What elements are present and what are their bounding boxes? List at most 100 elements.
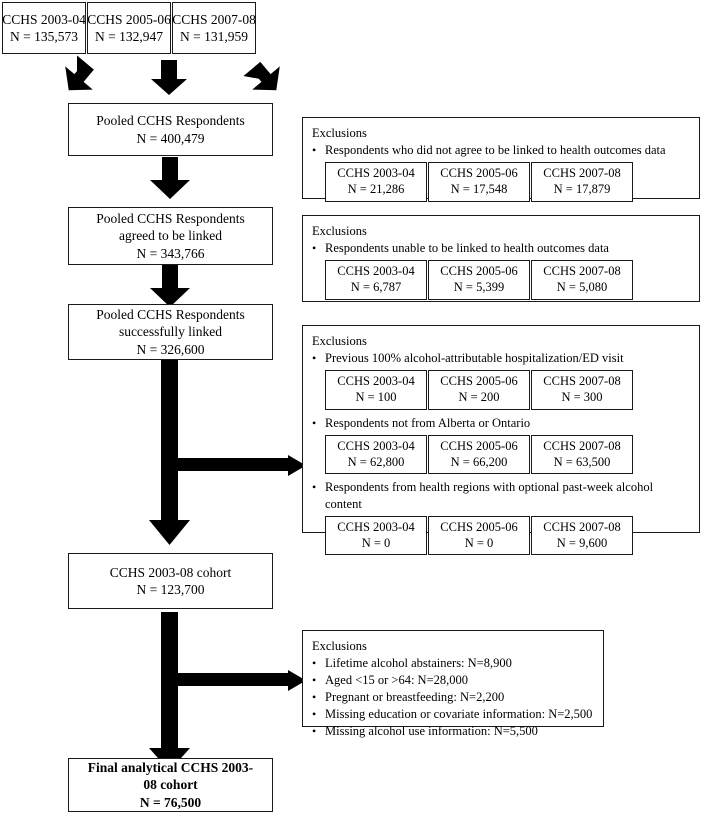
subbox-name: CCHS 2005-06 bbox=[440, 519, 518, 534]
top-box-n: N = 135,573 bbox=[10, 29, 78, 44]
bullet-icon: • bbox=[312, 690, 317, 704]
arrow-pooled-to-agreed bbox=[150, 157, 190, 199]
bullet-icon: • bbox=[312, 706, 317, 721]
top-box-n: N = 131,959 bbox=[180, 29, 248, 44]
box-line: CCHS 2003-08 cohort bbox=[109, 564, 232, 580]
subbox-n: N = 17,879 bbox=[553, 182, 611, 197]
subbox-row: CCHS 2003-04 N = 62,800 CCHS 2005-06 N =… bbox=[325, 434, 633, 474]
box-line: N = 400,479 bbox=[136, 130, 205, 146]
box-line: Pooled CCHS Respondents bbox=[96, 211, 245, 227]
bullet-text: Respondents who did not agree to be link… bbox=[325, 143, 666, 158]
subbox-name: CCHS 2005-06 bbox=[440, 438, 518, 453]
exclusion-bullet: • Missing education or covariate informa… bbox=[312, 706, 595, 723]
top-box-cchs-2007-08: CCHS 2007-08 N = 131,959 bbox=[172, 2, 256, 54]
subbox-n: N = 100 bbox=[355, 390, 397, 405]
bullet-icon: • bbox=[312, 415, 317, 430]
exclusion-bullet: • Aged <15 or >64: N=28,000 bbox=[312, 672, 595, 689]
box-line: Pooled CCHS Respondents bbox=[96, 307, 245, 323]
bullet-text: Respondents unable to be linked to healt… bbox=[325, 241, 609, 256]
bullet-text: Missing alcohol use information: N=5,500 bbox=[325, 723, 538, 738]
exclusion-title: Exclusions bbox=[312, 639, 367, 653]
subbox-cchs-2007-08: CCHS 2007-08 N = 63,500 bbox=[531, 434, 633, 474]
exclusion-panel-3: Exclusions • Previous 100% alcohol-attri… bbox=[302, 325, 700, 556]
subbox-row: CCHS 2003-04 N = 100 CCHS 2005-06 N = 20… bbox=[325, 370, 633, 410]
subbox-cchs-2005-06: CCHS 2005-06 N = 5,399 bbox=[428, 260, 530, 300]
subbox-n: N = 300 bbox=[561, 390, 603, 405]
box-line: N = 123,700 bbox=[136, 582, 205, 597]
subbox-cchs-2005-06: CCHS 2005-06 N = 200 bbox=[428, 370, 530, 410]
subbox-n: N = 21,286 bbox=[347, 182, 405, 197]
subbox-row: CCHS 2003-04 N = 6,787 CCHS 2005-06 N = … bbox=[325, 260, 633, 300]
subbox-name: CCHS 2007-08 bbox=[543, 519, 621, 534]
exclusion-bullet: • Respondents unable to be linked to hea… bbox=[312, 240, 691, 257]
subbox-cchs-2003-04: CCHS 2003-04 N = 21,286 bbox=[325, 162, 427, 202]
box-line: 08 cohort bbox=[143, 777, 198, 793]
box-line: Final analytical CCHS 2003- bbox=[87, 760, 254, 776]
bullet-text: Pregnant or breastfeeding: N=2,200 bbox=[325, 690, 505, 704]
bullet-icon: • bbox=[312, 480, 317, 494]
subbox-n: N = 0 bbox=[464, 536, 494, 550]
subbox-name: CCHS 2007-08 bbox=[543, 438, 621, 453]
top-box-name: CCHS 2005-06 bbox=[87, 11, 171, 27]
exclusion-bullet: • Respondents from health regions with o… bbox=[312, 479, 691, 513]
exclusion-bullet: • Pregnant or breastfeeding: N=2,200 bbox=[312, 689, 595, 706]
subbox-cchs-2007-08: CCHS 2007-08 N = 17,879 bbox=[531, 162, 633, 202]
subbox-n: N = 200 bbox=[458, 390, 500, 405]
exclusion-bullet: • Previous 100% alcohol-attributable hos… bbox=[312, 350, 691, 367]
subbox-cchs-2005-06: CCHS 2005-06 N = 0 bbox=[428, 515, 530, 556]
subbox-n: N = 17,548 bbox=[450, 182, 508, 197]
exclusion-panel-1: Exclusions • Respondents who did not agr… bbox=[302, 117, 700, 202]
exclusion-title: Exclusions bbox=[312, 126, 367, 140]
subbox-name: CCHS 2003-04 bbox=[337, 166, 415, 181]
subbox-n: N = 63,500 bbox=[553, 454, 611, 469]
subbox-row: CCHS 2003-04 N = 21,286 CCHS 2005-06 N =… bbox=[325, 162, 633, 202]
arrow-agreed-to-linked bbox=[150, 265, 190, 307]
exclusion-bullet: • Respondents not from Alberta or Ontari… bbox=[312, 415, 691, 432]
main-box-cchs-2003-08-cohort: CCHS 2003-08 cohort N = 123,700 bbox=[68, 553, 273, 609]
subbox-cchs-2007-08: CCHS 2007-08 N = 5,080 bbox=[531, 260, 633, 300]
subbox-name: CCHS 2005-06 bbox=[440, 264, 518, 279]
main-box-successfully-linked: Pooled CCHS Respondents successfully lin… bbox=[68, 304, 273, 360]
top-box-cchs-2005-06: CCHS 2005-06 N = 132,947 bbox=[87, 2, 171, 54]
subbox-n: N = 5,399 bbox=[453, 280, 505, 295]
top-box-cchs-2003-04: CCHS 2003-04 N = 135,573 bbox=[2, 2, 86, 54]
top-box-name: CCHS 2007-08 bbox=[172, 11, 256, 27]
bullet-icon: • bbox=[312, 656, 317, 671]
top-box-n: N = 132,947 bbox=[95, 29, 163, 44]
subbox-n: N = 9,600 bbox=[556, 536, 608, 550]
subbox-name: CCHS 2007-08 bbox=[543, 166, 621, 181]
arrow-top-right bbox=[243, 61, 280, 91]
exclusion-panel-2: Exclusions • Respondents unable to be li… bbox=[302, 215, 700, 302]
bullet-text: Previous 100% alcohol-attributable hospi… bbox=[325, 351, 624, 366]
subbox-name: CCHS 2003-04 bbox=[337, 438, 415, 453]
arrow-cohort-to-final bbox=[149, 612, 306, 771]
bullet-icon: • bbox=[312, 723, 317, 738]
bullet-text: Lifetime alcohol abstainers: N=8,900 bbox=[325, 656, 512, 671]
box-line: Pooled CCHS Respondents bbox=[96, 113, 245, 129]
subbox-cchs-2007-08: CCHS 2007-08 N = 9,600 bbox=[531, 515, 633, 556]
subbox-name: CCHS 2005-06 bbox=[440, 374, 518, 389]
subbox-n: N = 62,800 bbox=[347, 454, 405, 469]
bullet-text: Aged <15 or >64: N=28,000 bbox=[325, 673, 469, 688]
exclusion-bullet: • Lifetime alcohol abstainers: N=8,900 bbox=[312, 655, 595, 672]
bullet-text: Respondents from health regions with opt… bbox=[325, 480, 654, 511]
exclusion-title: Exclusions bbox=[312, 334, 367, 348]
subbox-name: CCHS 2005-06 bbox=[440, 166, 518, 181]
exclusion-bullet: • Missing alcohol use information: N=5,5… bbox=[312, 723, 595, 740]
arrow-top-middle bbox=[151, 60, 187, 95]
arrow-top-left bbox=[65, 55, 94, 91]
box-line: N = 326,600 bbox=[136, 341, 205, 357]
exclusion-title: Exclusions bbox=[312, 224, 367, 238]
bullet-icon: • bbox=[312, 673, 317, 688]
exclusion-bullet: • Respondents who did not agree to be li… bbox=[312, 142, 691, 159]
arrow-linked-to-cohort bbox=[149, 360, 306, 545]
subbox-n: N = 6,787 bbox=[350, 280, 402, 295]
subbox-row: CCHS 2003-04 N = 0 CCHS 2005-06 N = 0 CC… bbox=[325, 515, 633, 556]
subbox-name: CCHS 2007-08 bbox=[543, 374, 621, 389]
box-line: N = 343,766 bbox=[136, 245, 205, 261]
subbox-n: N = 5,080 bbox=[556, 280, 608, 295]
main-box-agreed-to-be-linked: Pooled CCHS Respondents agreed to be lin… bbox=[68, 207, 273, 265]
subbox-n: N = 0 bbox=[361, 536, 391, 550]
subbox-name: CCHS 2003-04 bbox=[337, 264, 415, 279]
